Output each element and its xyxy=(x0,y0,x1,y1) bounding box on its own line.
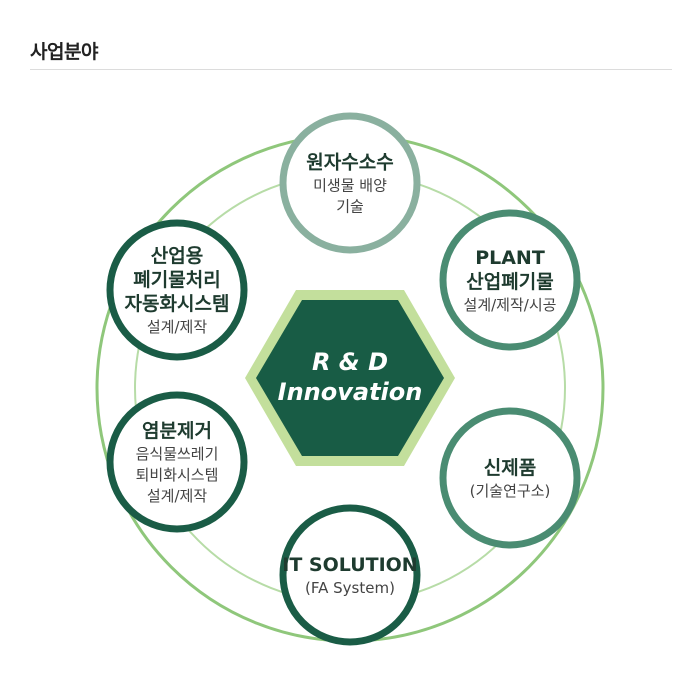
node-title: 신제품 xyxy=(484,457,536,479)
node-circle xyxy=(106,219,248,361)
center-line2: Innovation xyxy=(278,378,423,406)
node-subtitle: 음식물쓰레기 xyxy=(136,445,219,463)
node-circle xyxy=(279,504,421,646)
node-title: PLANT xyxy=(475,247,545,269)
node-title: 폐기물처리 xyxy=(133,269,220,291)
node-circle xyxy=(279,112,421,254)
node-title: 자동화시스템 xyxy=(125,293,230,315)
node-circle xyxy=(439,407,581,549)
node-it-solution: IT SOLUTION (FA System) xyxy=(279,504,421,646)
node-title: 산업용 xyxy=(151,245,203,267)
center-hexagon xyxy=(256,300,444,456)
node-circle xyxy=(439,209,581,351)
node-new-product: 신제품 (기술연구소) xyxy=(439,407,581,549)
node-subtitle: 미생물 배양 xyxy=(313,176,387,194)
node-title: 산업폐기물 xyxy=(466,271,553,293)
node-circle xyxy=(106,391,248,533)
node-subtitle: (기술연구소) xyxy=(470,482,551,500)
page-title: 사업분야 xyxy=(30,41,98,63)
center-line1: R & D xyxy=(312,348,388,376)
node-title: IT SOLUTION xyxy=(282,554,417,576)
node-subtitle: 설계/제작/시공 xyxy=(464,296,557,314)
title-divider xyxy=(30,69,672,70)
node-subtitle: 설계/제작 xyxy=(147,318,207,336)
node-subtitle: 설계/제작 xyxy=(147,487,207,505)
node-title: 원자수소수 xyxy=(306,152,393,174)
node-subtitle: (FA System) xyxy=(305,579,395,597)
node-subtitle: 퇴비화시스템 xyxy=(136,466,219,484)
node-title: 염분제거 xyxy=(142,420,212,442)
node-subtitle: 기술 xyxy=(336,197,364,215)
